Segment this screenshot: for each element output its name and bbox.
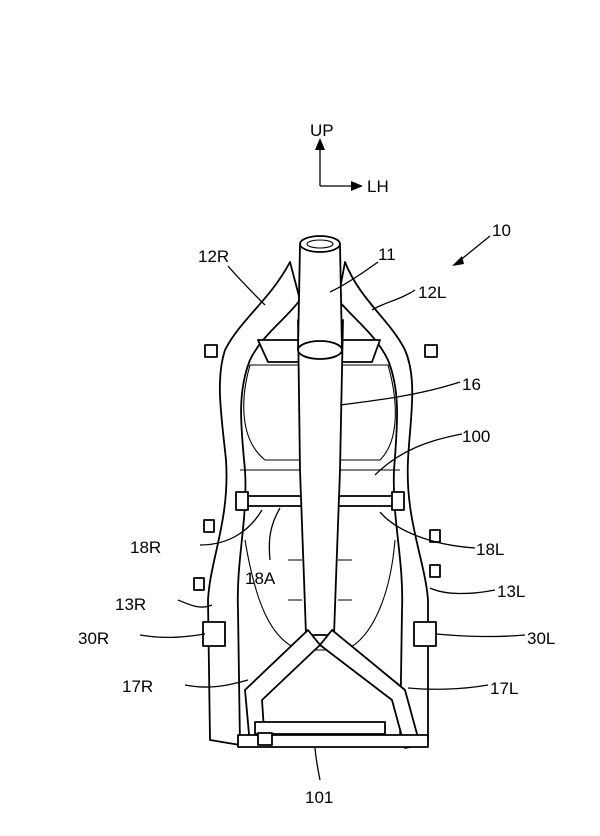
label-30L: 30L: [527, 629, 555, 648]
label-13L: 13L: [497, 582, 525, 601]
label-13R: 13R: [115, 595, 146, 614]
label-18A: 18A: [245, 569, 276, 588]
lh-label: LH: [367, 177, 389, 196]
label-10: 10: [492, 221, 511, 240]
label-16: 16: [462, 375, 481, 394]
label-18R: 18R: [130, 538, 161, 557]
label-11: 11: [378, 245, 396, 264]
label-17R: 17R: [122, 677, 153, 696]
direction-indicator: UP LH: [310, 121, 389, 196]
leader-lines: [139, 235, 526, 781]
label-18L: 18L: [476, 540, 504, 559]
label-30R: 30R: [78, 629, 109, 648]
label-17L: 17L: [490, 679, 518, 698]
reference-labels: 10 11 12R 12L 16 100 18R 18A 18L 13R 13L…: [78, 221, 555, 807]
up-label: UP: [310, 121, 334, 140]
frame-drawing: [193, 235, 441, 749]
label-12L: 12L: [418, 283, 446, 302]
label-100: 100: [462, 427, 490, 446]
label-101: 101: [305, 788, 333, 807]
label-12R: 12R: [198, 247, 229, 266]
